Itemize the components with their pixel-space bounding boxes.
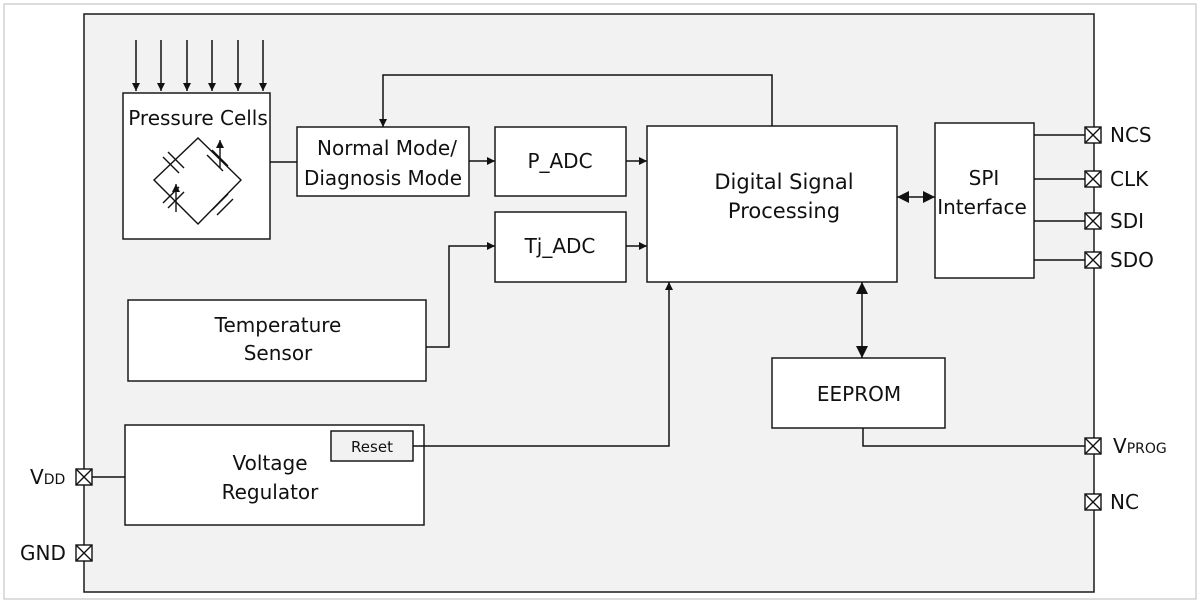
pressure-input-arrows <box>132 40 267 91</box>
spi-label-line2: Interface <box>937 195 1027 219</box>
pin-nc-label: NC <box>1110 490 1139 514</box>
reset-box <box>330 430 414 462</box>
temperature-sensor-block: Temperature Sensor <box>127 299 427 382</box>
pin-nc: NC <box>1084 490 1139 514</box>
pressure-cells-block: Pressure Cells <box>122 92 271 240</box>
regulator-label-line2: Regulator <box>222 480 320 504</box>
outer-frame <box>3 3 1197 600</box>
temp-label-line1: Temperature <box>214 313 342 337</box>
pin-ncs: NCS <box>1084 123 1152 147</box>
dsp-to-mode-feedback-arrow <box>379 74 773 127</box>
pin-vprog-label: VPROG <box>1113 434 1167 458</box>
pin-sdi-label: SDI <box>1110 209 1144 233</box>
pin-clk: CLK <box>1084 167 1149 191</box>
pin-vdd: VDD <box>30 465 93 489</box>
tj-adc-block: Tj_ADC <box>494 211 627 283</box>
tj-adc-label: Tj_ADC <box>524 234 596 258</box>
eeprom-block: EEPROM <box>771 357 946 429</box>
dsp-block: Digital Signal Processing <box>646 125 898 283</box>
pin-gnd: GND <box>20 541 93 565</box>
temp-label-line2: Sensor <box>244 341 313 365</box>
spi-label-line1: SPI <box>969 166 1000 190</box>
signal-lines <box>92 74 1085 478</box>
pin-ncs-label: NCS <box>1110 123 1152 147</box>
regulator-label-line1: Voltage <box>232 451 307 475</box>
pin-sdi: SDI <box>1084 209 1144 233</box>
voltage-regulator-block: Voltage Regulator Reset <box>124 424 425 526</box>
dsp-label-line2: Processing <box>728 199 840 223</box>
eeprom-to-vprog-line <box>862 428 1085 447</box>
pin-clk-label: CLK <box>1110 167 1149 191</box>
pin-sdo: SDO <box>1084 248 1154 272</box>
mode-label-line1: Normal Mode/ <box>317 136 457 160</box>
pin-vprog: VPROG <box>1084 434 1167 458</box>
mode-label-line2: Diagnosis Mode <box>304 166 462 190</box>
eeprom-label: EEPROM <box>817 382 901 406</box>
pressure-cells-label: Pressure Cells <box>128 106 268 130</box>
spi-interface-block: SPI Interface <box>934 122 1035 279</box>
p-adc-label: P_ADC <box>527 149 592 173</box>
reset-to-dsp-arrow <box>413 282 673 447</box>
temp-to-tjadc-arrow <box>426 242 495 348</box>
dsp-label-line1: Digital Signal <box>714 170 853 194</box>
pin-gnd-label: GND <box>20 541 66 565</box>
pin-vdd-label: VDD <box>30 465 65 489</box>
mode-select-block: Normal Mode/ Diagnosis Mode <box>296 126 470 197</box>
wheatstone-bridge-icon <box>152 137 242 225</box>
pin-sdo-label: SDO <box>1110 248 1154 272</box>
p-adc-block: P_ADC <box>494 126 627 197</box>
reset-label: Reset <box>351 438 393 456</box>
